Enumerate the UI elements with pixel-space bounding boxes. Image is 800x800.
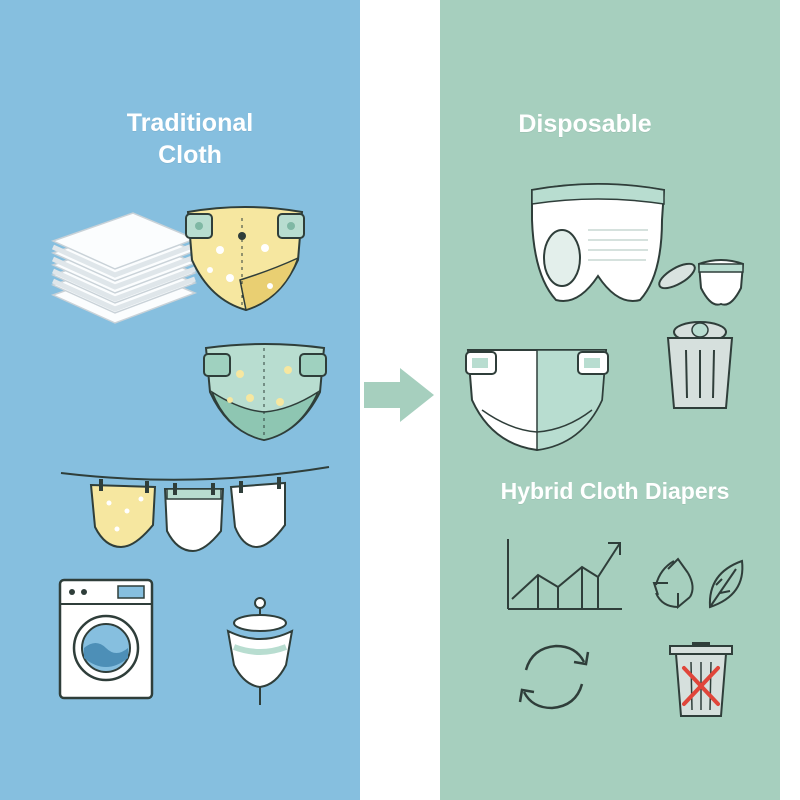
folded-cloth-stack-icon: [50, 212, 198, 324]
disposable-diaper-icon: [465, 349, 609, 452]
hybrid-cloth-heading: Hybrid Cloth Diapers: [500, 478, 730, 504]
traditional-heading-line1: Traditional: [126, 109, 254, 137]
right-arrow-icon: [364, 368, 434, 422]
traditional-cloth-heading: Traditional Cloth: [95, 107, 285, 171]
recycle-leaf-icon: [652, 557, 744, 610]
washing-machine-icon: [58, 578, 154, 700]
crossed-trash-icon: [669, 642, 733, 717]
disposable-heading: Disposable: [518, 110, 652, 138]
clothesline-icon: [60, 466, 330, 553]
mint-cloth-diaper-icon: [203, 343, 327, 442]
growth-chart-icon: [507, 539, 622, 610]
trash-can-icon: [666, 321, 734, 409]
yellow-cloth-diaper-icon: [185, 206, 305, 312]
refresh-cycle-icon: [518, 644, 590, 710]
disposable-pullup-small-icon: [658, 259, 745, 306]
diaper-pail-icon: [226, 597, 294, 705]
traditional-heading-line2: Cloth: [158, 141, 222, 169]
disposable-pullup-icon: [531, 183, 666, 302]
